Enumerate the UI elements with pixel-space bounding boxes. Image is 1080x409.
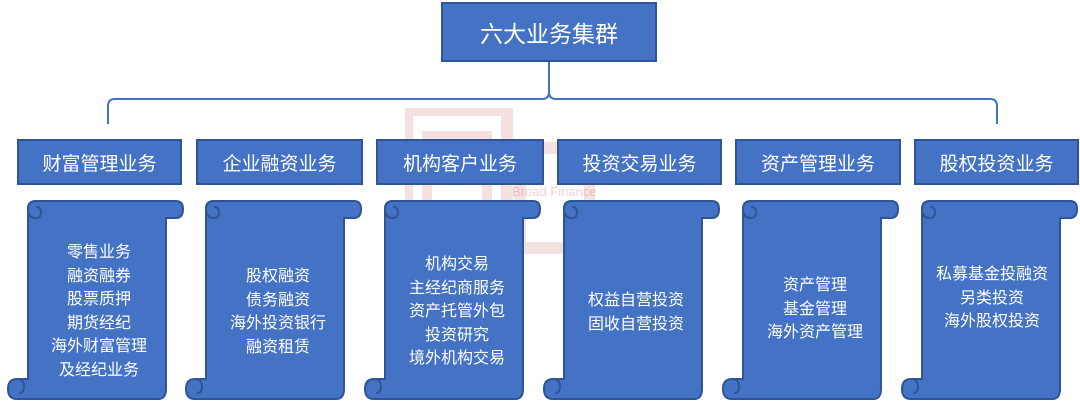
category-corporate-finance: 企业融资业务: [196, 139, 363, 185]
item-text: 股票质押: [66, 289, 132, 308]
category-label: 股权投资业务: [939, 152, 1054, 175]
item-text: 股权融资: [245, 266, 311, 285]
items-wealth-management: 零售业务 融资融券 股票质押 期货经纪 海外财富管理 及经纪业务: [51, 240, 147, 381]
category-label: 投资交易业务: [582, 152, 697, 175]
item-text: 投资研究: [424, 324, 490, 344]
item-text: 私募基金投融资: [935, 264, 1049, 283]
item-text: 主经纪商服务: [408, 277, 506, 297]
item-text: 另类投资: [959, 287, 1025, 307]
item-text: 融资租赁: [245, 336, 311, 356]
item-text: 债务融资: [245, 289, 311, 309]
item-text: 权益自营投资: [587, 290, 685, 309]
item-text: 零售业务: [66, 242, 132, 261]
item-text: 海外财富管理: [50, 336, 148, 355]
item-text: 机构交易: [424, 254, 490, 273]
item-text: 海外股权投资: [943, 311, 1041, 330]
item-text: 及经纪业务: [58, 359, 140, 379]
category-label: 资产管理业务: [760, 152, 875, 175]
category-equity-investment: 股权投资业务: [914, 139, 1079, 185]
item-text: 固收自营投资: [587, 313, 685, 333]
category-investment-trading: 投资交易业务: [557, 139, 722, 185]
item-text: 期货经纪: [66, 312, 132, 332]
category-institutional-client: 机构客户业务: [376, 139, 544, 185]
category-asset-management: 资产管理业务: [735, 139, 901, 185]
category-label: 机构客户业务: [402, 152, 517, 175]
item-text: 基金管理: [782, 298, 848, 318]
item-text: 融资融券: [66, 265, 132, 285]
items-equity-investment: 私募基金投融资 另类投资 海外股权投资: [936, 262, 1048, 333]
item-text: 境外机构交易: [408, 348, 506, 367]
category-label: 财富管理业务: [42, 152, 157, 175]
category-wealth-management: 财富管理业务: [17, 139, 182, 185]
items-institutional-client: 机构交易 主经纪商服务 资产托管外包 投资研究 境外机构交易: [409, 252, 505, 370]
item-text: 海外投资银行: [229, 313, 327, 332]
watermark-text: Broad Finance: [512, 184, 597, 199]
root-label: 六大业务集群: [480, 22, 618, 48]
item-text: 资产管理: [782, 275, 848, 294]
item-text: 海外资产管理: [766, 322, 864, 341]
items-corporate-finance: 股权融资 债务融资 海外投资银行 融资租赁: [230, 264, 326, 358]
root-node: 六大业务集群: [441, 2, 657, 62]
category-label: 企业融资业务: [222, 152, 337, 175]
items-investment-trading: 权益自营投资 固收自营投资: [588, 288, 684, 335]
item-text: 资产托管外包: [408, 301, 506, 320]
items-asset-management: 资产管理 基金管理 海外资产管理: [767, 273, 863, 344]
